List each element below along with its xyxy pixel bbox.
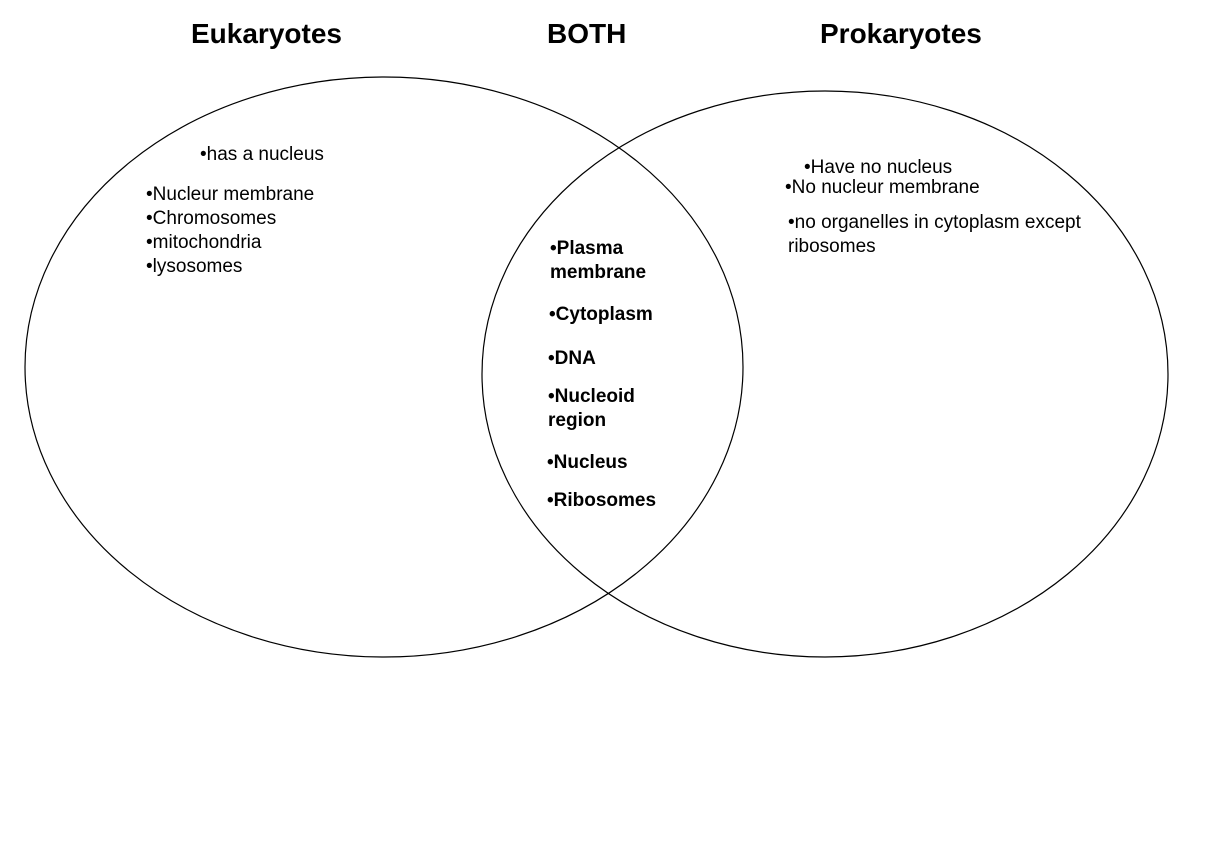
prokaryote-item-no-nucleus: •Have no nucleus (804, 157, 953, 178)
eukaryote-item-has-nucleus: •has a nucleus (200, 144, 324, 165)
both-item-plasma-line1: •Plasma (550, 238, 624, 259)
prokaryotes-circle (481, 90, 1169, 658)
both-item-nucleus: •Nucleus (547, 452, 628, 473)
both-item-nucleoid-line2: region (548, 410, 607, 431)
eukaryote-item-lysosomes: •lysosomes (146, 256, 243, 277)
eukaryote-item-nuclear-membrane: •Nucleur membrane (146, 184, 315, 205)
prokaryote-item-no-membrane: •No nucleur membrane (785, 177, 980, 198)
both-item-ribosomes: •Ribosomes (547, 490, 657, 511)
both-item-cytoplasm: •Cytoplasm (549, 304, 653, 325)
both-item-plasma-line2: membrane (550, 262, 647, 283)
both-item-dna: •DNA (548, 348, 596, 369)
eukaryotes-circle (24, 76, 744, 658)
eukaryote-item-chromosomes: •Chromosomes (146, 208, 277, 229)
prokaryote-item-no-organelles-line2: ribosomes (788, 236, 876, 257)
both-item-nucleoid-line1: •Nucleoid (548, 386, 635, 407)
heading-prokaryotes: Prokaryotes (820, 18, 982, 49)
heading-both: BOTH (547, 18, 627, 49)
prokaryote-item-no-organelles-line1: •no organelles in cytoplasm except (788, 212, 1081, 233)
eukaryote-item-mitochondria: •mitochondria (146, 232, 262, 253)
heading-eukaryotes: Eukaryotes (191, 18, 342, 49)
